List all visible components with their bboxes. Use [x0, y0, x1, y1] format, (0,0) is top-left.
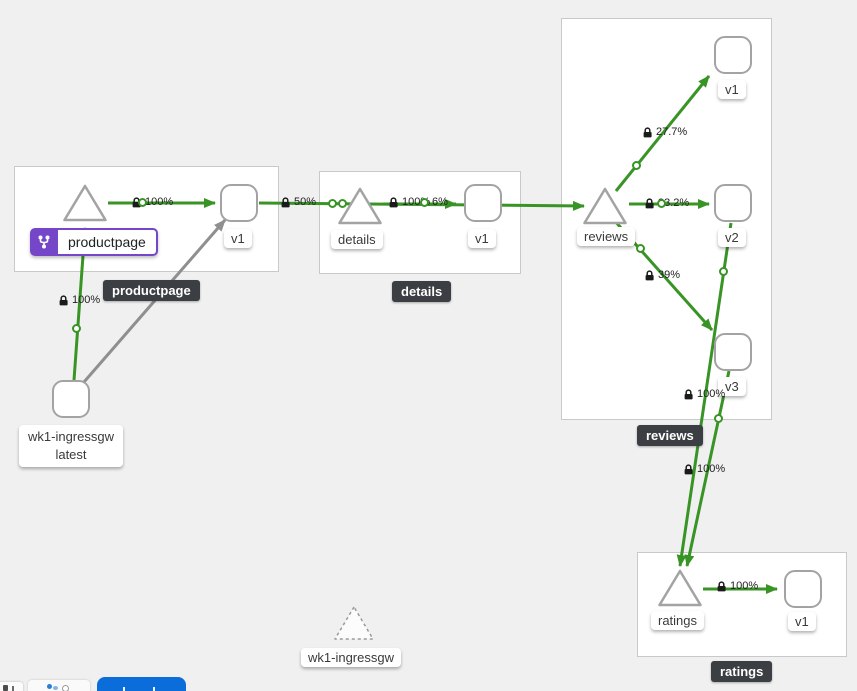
edge-percent: 100% — [697, 388, 726, 400]
edge-percent: 50% — [294, 196, 317, 208]
edge-marker-circle — [657, 199, 666, 208]
edge-percent: 100% — [145, 196, 174, 208]
node-label-reviews-v1: v1 — [718, 80, 746, 99]
mtls-lock-icon — [717, 580, 726, 591]
edge-marker-circle — [338, 199, 347, 208]
node-reviews-v3[interactable] — [714, 333, 752, 371]
edge-label-reviews-to-v2[interactable]: 33.2% — [644, 197, 689, 209]
edge-reviews-v3-to-ratings[interactable] — [684, 370, 731, 567]
button-text-fragment — [123, 687, 125, 691]
mtls-lock-icon — [389, 196, 398, 207]
node-label-line2: latest — [55, 447, 87, 463]
edge-percent: 27.7% — [656, 126, 688, 138]
node-label-reviews: reviews — [577, 227, 636, 246]
mtls-lock-icon — [684, 463, 693, 474]
mtls-lock-icon — [281, 196, 290, 207]
edge-marker-circle — [714, 414, 723, 423]
edge-label-reviews-v3-to-ratings[interactable]: 100% — [683, 388, 725, 400]
edge-label-ratings-to-v1[interactable]: 100% — [716, 580, 758, 592]
edge-label-reviews-v2-to-ratings[interactable]: 100% — [683, 463, 725, 475]
edge-percent: 100% — [72, 294, 101, 306]
node-label-details-v1: v1 — [468, 229, 496, 248]
edge-marker-circle — [719, 267, 728, 276]
node-productpage-v1[interactable] — [220, 184, 258, 222]
node-label-productpage-v1: v1 — [224, 229, 252, 248]
node-ingress-workload[interactable] — [52, 380, 90, 418]
edge-label-ingress-to-productpage[interactable]: 100% — [58, 294, 100, 306]
zoom-icon — [12, 686, 14, 691]
node-label-ratings-v1: v1 — [788, 612, 816, 631]
edge-marker-circle — [420, 198, 429, 207]
node-label-line1: wk1-ingressgw — [28, 429, 114, 444]
edge-percent: 100% — [697, 463, 726, 475]
group-badge-ratings[interactable]: ratings — [711, 661, 773, 682]
node-label: productpage — [58, 228, 158, 256]
mtls-lock-icon — [684, 388, 693, 399]
edge-marker-circle — [138, 198, 147, 207]
node-details-v1[interactable] — [464, 184, 502, 222]
button-text-fragment — [153, 687, 155, 691]
node-label-ingress-service-idle: wk1-ingressgw — [301, 648, 401, 667]
legend-button[interactable] — [97, 677, 186, 691]
edge-marker-circle — [328, 199, 337, 208]
graph-icon — [47, 684, 52, 689]
circle-icon — [62, 685, 69, 691]
node-details-service[interactable] — [338, 187, 382, 225]
node-label-ingress-workload: wk1-ingressgw latest — [19, 425, 123, 468]
node-label-ratings: ratings — [651, 611, 705, 630]
node-ratings-service[interactable] — [658, 569, 702, 607]
edge-percent: 33.2% — [658, 197, 690, 209]
edge-percent: 100% — [730, 580, 759, 592]
node-label-reviews-v2: v2 — [718, 228, 746, 247]
zoom-icon — [3, 685, 8, 691]
graph-icon — [53, 686, 58, 690]
node-reviews-v1[interactable] — [714, 36, 752, 74]
node-reviews-service[interactable] — [583, 187, 627, 225]
mtls-lock-icon — [643, 126, 652, 137]
edge-reviews-v2-to-ratings[interactable] — [676, 222, 733, 567]
mtls-lock-icon — [645, 269, 654, 280]
edge-reviews-to-v1[interactable] — [614, 75, 711, 192]
node-label-reviews-v3: v3 — [718, 377, 746, 396]
group-badge-details[interactable]: details — [392, 281, 452, 302]
node-ingress-service-idle[interactable] — [334, 606, 374, 640]
edge-marker-circle — [72, 324, 81, 333]
node-productpage-service[interactable] — [63, 184, 107, 222]
version-branch-icon — [30, 228, 58, 256]
node-label-details: details — [331, 230, 383, 249]
edge-label-productpage-v1-to-details[interactable]: 50% — [280, 196, 316, 208]
edge-marker-circle — [632, 161, 641, 170]
edge-ingress-to-productpage-v1[interactable] — [82, 219, 227, 383]
group-badge-reviews[interactable]: reviews — [637, 425, 703, 446]
selected-node-label-productpage[interactable]: productpage — [30, 228, 158, 256]
edge-percent: 39% — [658, 269, 681, 281]
mtls-lock-icon — [645, 197, 654, 208]
edge-label-overlap-fragment: 6% — [432, 196, 448, 208]
edge-label-reviews-to-v3[interactable]: 39% — [644, 269, 680, 281]
group-badge-productpage[interactable]: productpage — [103, 280, 200, 301]
zoom-control-button[interactable] — [0, 682, 23, 691]
node-reviews-v2[interactable] — [714, 184, 752, 222]
node-ratings-v1[interactable] — [784, 570, 822, 608]
graph-fit-button[interactable] — [28, 680, 90, 691]
edge-marker-circle — [636, 244, 645, 253]
edge-label-reviews-to-v1[interactable]: 27.7% — [642, 126, 687, 138]
mtls-lock-icon — [59, 294, 68, 305]
